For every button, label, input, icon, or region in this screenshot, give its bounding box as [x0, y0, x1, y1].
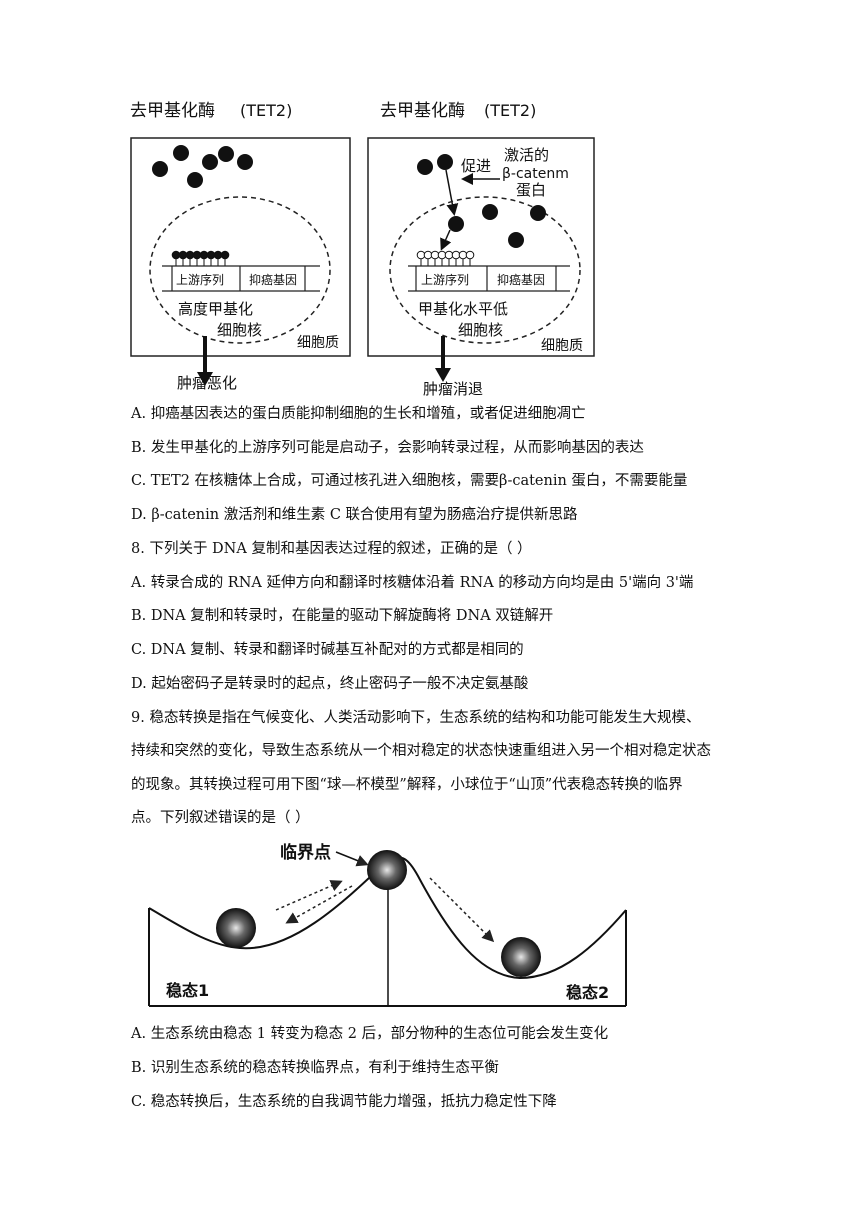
right-tet2-dot-5 [508, 232, 524, 248]
q7-option-a: A. 抑癌基因表达的蛋白质能抑制细胞的生长和增殖，或者促进细胞凋亡 [131, 406, 586, 422]
left-nucleus-outline [149, 196, 331, 344]
dashed-arrow-up [275, 880, 343, 911]
q8-option-a: A. 转录合成的 RNA 延伸方向和翻译时核糖体沿着 RNA 的移动方向均是由 … [131, 575, 694, 591]
right-cell-box [367, 137, 595, 357]
left-enzyme-label: 去甲基化酶 [130, 101, 215, 121]
left-tet2-dots [152, 145, 253, 188]
left-panel: 去甲基化酶 (TET2) 上游序列 抑癌基因 高度甲基化 [130, 101, 351, 392]
left-methylation-label: 高度甲基化 [178, 300, 253, 318]
left-outcome-arrowhead [197, 372, 213, 386]
q8-option-b: B. DNA 复制和转录时，在能量的驱动下解旋酶将 DNA 双链解开 [131, 608, 554, 624]
right-cytoplasm-label: 细胞质 [541, 338, 583, 354]
left-cell-box [130, 137, 351, 357]
right-methylation-label: 甲基化水平低 [418, 300, 508, 318]
state2-label: 稳态2 [566, 983, 609, 1002]
ball-cup-model-diagram: 临界点 稳态1 稳态2 [148, 842, 627, 1007]
state1-label: 稳态1 [166, 981, 209, 1000]
q9-option-c: C. 稳态转换后，生态系统的自我调节能力增强，抵抗力稳定性下降 [131, 1094, 557, 1110]
q9-stem-line-2: 持续和突然的变化，导致生态系统从一个相对稳定的状态快速重组进入另一个相对稳定状态 [131, 743, 711, 759]
right-unmethylated-groups [416, 250, 475, 266]
activator-line3: 蛋白 [516, 181, 546, 199]
right-nucleus-outline [389, 196, 581, 344]
left-upstream-label: 上游序列 [176, 272, 224, 287]
left-nucleus-label: 细胞核 [217, 321, 262, 339]
ball-state2 [501, 937, 541, 977]
q8-option-c: C. DNA 复制、转录和翻译时碱基互补配对的方式都是相同的 [131, 642, 524, 658]
right-dna-strand [408, 265, 570, 292]
right-tet2-dot-1 [417, 159, 433, 175]
q9-option-b: B. 识别生态系统的稳态转换临界点，有利于维持生态平衡 [131, 1060, 499, 1076]
right-gene-label: 抑癌基因 [497, 272, 545, 287]
critical-point-label: 临界点 [280, 842, 331, 863]
activator-line1: 激活的 [504, 146, 549, 164]
activator-line2: β-catenm [502, 166, 569, 182]
right-nucleus-label: 细胞核 [458, 321, 503, 339]
left-gene-label: 抑癌基因 [249, 272, 297, 287]
q9-option-a: A. 生态系统由稳态 1 转变为稳态 2 后，部分物种的生态位可能会发生变化 [131, 1026, 609, 1042]
q8-option-d: D. 起始密码子是转录时的起点，终止密码子一般不决定氨基酸 [131, 676, 529, 692]
q9-stem-line-3: 的现象。其转换过程可用下图“球—杯模型”解释，小球位于“山顶”代表稳态转换的临界 [131, 777, 683, 793]
left-enzyme-abbr: (TET2) [240, 101, 292, 120]
q8-stem: 8. 下列关于 DNA 复制和基因表达过程的叙述，正确的是（ ） [131, 541, 532, 557]
right-tet2-dot-3 [448, 216, 464, 232]
promote-label: 促进 [461, 157, 491, 175]
left-outcome-label: 肿瘤恶化 [177, 374, 237, 392]
right-panel: 去甲基化酶 (TET2) 促进 激活的 β-catenm 蛋白 [367, 101, 595, 398]
ball-critical-point [367, 850, 407, 890]
right-upstream-label: 上游序列 [421, 272, 469, 287]
q7-option-b: B. 发生甲基化的上游序列可能是启动子，会影响转录过程，从而影响基因的表达 [131, 440, 644, 456]
left-cytoplasm-label: 细胞质 [297, 335, 339, 351]
q9-stem-line-4: 点。下列叙述错误的是（ ） [131, 810, 310, 826]
right-tet2-dot-2 [437, 154, 453, 170]
right-enzyme-label: 去甲基化酶 [380, 101, 465, 121]
left-methyl-groups [171, 250, 230, 266]
critical-point-pointer [335, 851, 369, 867]
right-outcome-arrowhead [435, 368, 451, 382]
left-dna-strand [162, 265, 320, 292]
q9-stem-line-1: 9. 稳态转换是指在气候变化、人类活动影响下，生态系统的结构和功能可能发生大规模… [131, 710, 701, 726]
demethylation-arrow [440, 229, 452, 251]
right-tet2-dot-4 [482, 204, 498, 220]
q7-option-c: C. TET2 在核糖体上合成，可通过核孔进入细胞核，需要β-catenin 蛋… [131, 473, 688, 489]
dashed-arrow-right [429, 877, 495, 943]
tet2-entry-arrow [445, 169, 459, 216]
tet2-methylation-diagram: 去甲基化酶 (TET2) 上游序列 抑癌基因 高度甲基化 [130, 101, 595, 398]
right-enzyme-abbr: (TET2) [484, 101, 536, 120]
right-tet2-dot-6 [530, 205, 546, 221]
ball-state1 [216, 908, 256, 948]
q7-option-d: D. β-catenin 激活剂和维生素 C 联合使用有望为肠癌治疗提供新思路 [131, 507, 578, 523]
dashed-arrow-down-left [285, 885, 353, 924]
right-outcome-label: 肿瘤消退 [423, 380, 483, 398]
